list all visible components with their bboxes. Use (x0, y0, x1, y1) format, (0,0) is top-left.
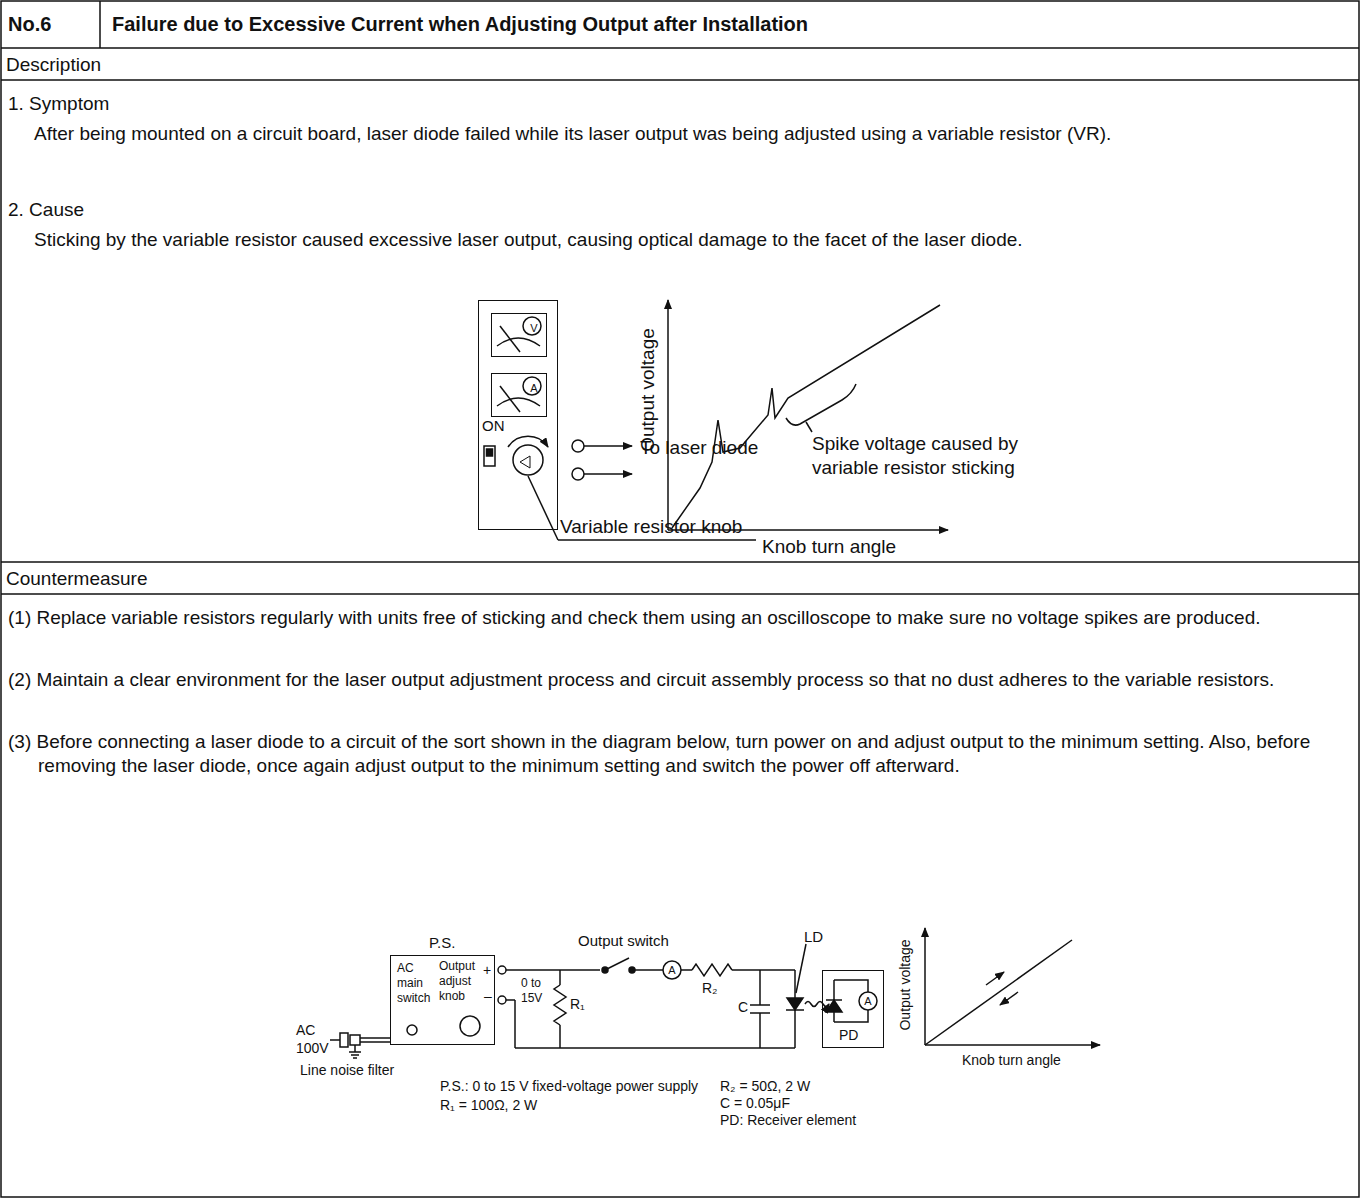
axis-label: Knob turn angle (962, 1052, 1061, 1070)
node-text: (2) Maintain a clear environment for the… (8, 668, 1338, 692)
callout-text: Spike voltage caused by variable resisto… (812, 432, 1047, 480)
node-text: + (483, 962, 491, 980)
source-label: AC 100V (296, 1022, 332, 1057)
power-supply-panel: ON V A (478, 300, 558, 530)
voltage-label: 0 to 15V (521, 976, 555, 1006)
node-text: 2. Cause (8, 198, 84, 222)
axis-label: Output voltage (897, 939, 915, 1030)
node-text: Failure due to Excessive Current when Ad… (112, 12, 808, 37)
filter-label: Line noise filter (300, 1062, 394, 1080)
receiver-box: PD (822, 970, 884, 1048)
node-text: AC main switch (397, 961, 437, 1006)
node-text: Description (6, 53, 101, 77)
axis-label: Output voltage (636, 328, 660, 452)
callout-text: Variable resistor knob (560, 515, 742, 539)
note-text: R₂ = 50Ω, 2 W (720, 1078, 810, 1096)
section-band: Description (0, 48, 1360, 80)
power-supply-front (484, 317, 756, 540)
voltmeter: V (491, 313, 547, 357)
node-text: No.6 (8, 12, 51, 37)
node-text: (3) Before connecting a laser diode to a… (8, 730, 1338, 778)
node-text: P.S. (429, 934, 455, 953)
resistor-label: R₂ (702, 980, 718, 998)
description-cell: 1. SymptomAfter being mounted on a circu… (0, 80, 1360, 562)
axis-label: Knob turn angle (762, 535, 896, 559)
section-band: Countermeasure (0, 562, 1360, 594)
title-cell: Failure due to Excessive Current when Ad… (100, 0, 1360, 48)
node-text: (1) Replace variable resistors regularly… (8, 606, 1338, 630)
capacitor-label: C (738, 999, 748, 1017)
node-text: After being mounted on a circuit board, … (34, 122, 1334, 146)
ammeter-symbol: A (864, 996, 871, 1007)
circuit (330, 944, 877, 1058)
ammeter: A (491, 373, 547, 417)
node-text: Output adjust knob (439, 959, 485, 1004)
node-text: V (530, 323, 537, 334)
node-text: Sticking by the variable resistor caused… (34, 228, 1334, 252)
note-text: R₁ = 100Ω, 2 W (440, 1097, 537, 1115)
power-supply-box: P.S.AC main switchOutput adjust knob+– (390, 955, 495, 1045)
node-text: A (530, 383, 537, 394)
node-text: 1. Symptom (8, 92, 109, 116)
node-text: ON (482, 417, 505, 436)
note-text: C = 0.05μF (720, 1095, 790, 1113)
note-text: PD: Receiver element (720, 1112, 856, 1130)
node-text: PD (839, 1027, 858, 1045)
resistor-label: R₁ (570, 996, 585, 1014)
diode-label: LD (804, 928, 823, 947)
spike-graph (668, 300, 948, 530)
linear-graph (925, 928, 1100, 1045)
node-text: Countermeasure (6, 567, 148, 591)
number-cell: No.6 (0, 0, 100, 48)
note-text: P.S.: 0 to 15 V fixed-voltage power supp… (440, 1078, 698, 1096)
node-text: – (484, 988, 492, 1006)
ammeter-symbol: A (668, 965, 675, 976)
countermeasure-cell: (1) Replace variable resistors regularly… (0, 594, 1360, 1197)
switch-label: Output switch (578, 932, 669, 951)
